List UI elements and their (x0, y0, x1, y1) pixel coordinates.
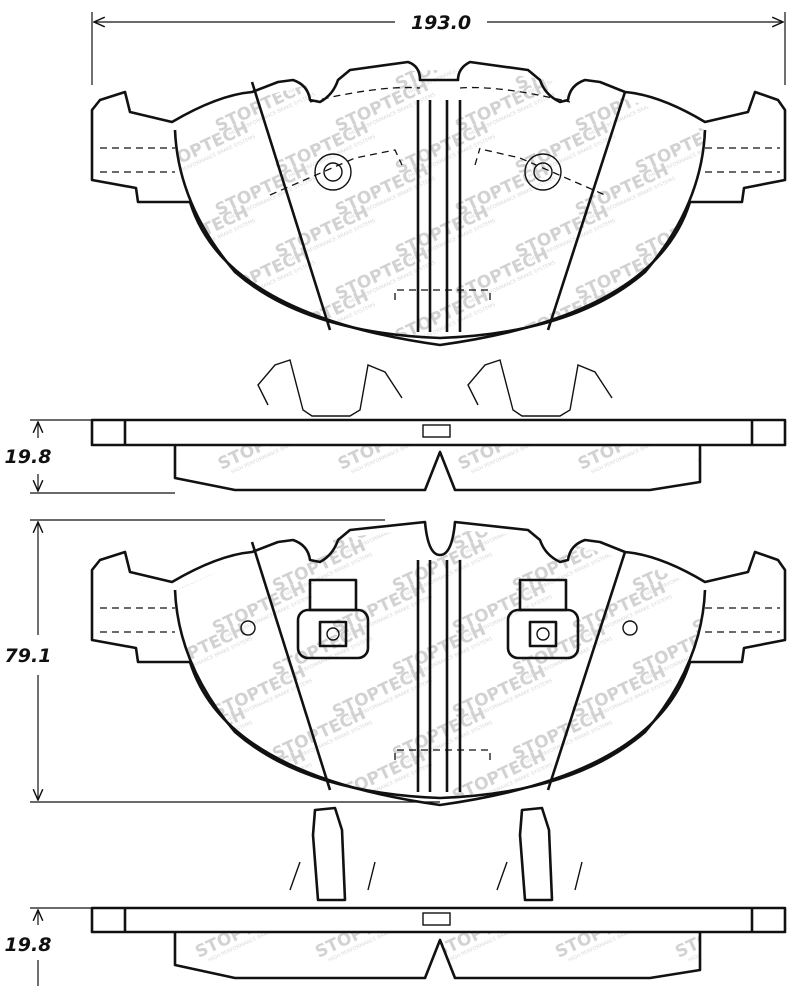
thickness-top-value: 19.8 (5, 446, 52, 468)
svg-text:STOPTECH: STOPTECH (569, 746, 669, 807)
svg-text:STOPTECH: STOPTECH (695, 414, 795, 475)
svg-text:HIGH PERFORMANCE BRAKE SYSTEMS: HIGH PERFORMANCE BRAKE SYSTEMS (585, 762, 674, 808)
svg-text:STOPTECH: STOPTECH (689, 746, 789, 807)
svg-text:STOPTECH: STOPTECH (149, 704, 249, 765)
pad-front-view-bottom (90, 520, 787, 807)
width-value: 193.0 (411, 12, 471, 34)
svg-text:STOPTECH: STOPTECH (152, 34, 252, 95)
svg-text:STOPTECH: STOPTECH (692, 76, 792, 137)
svg-text:STOPTECH: STOPTECH (569, 494, 669, 555)
pad-front-view-top (90, 60, 787, 347)
svg-text:HIGH PERFORMANCE BRAKE SYSTEMS: HIGH PERFORMANCE BRAKE SYSTEMS (225, 510, 314, 556)
svg-text:STOPTECH: STOPTECH (632, 286, 732, 347)
height-dimension: 79.1 (5, 519, 440, 803)
svg-text:HIGH PERFORMANCE BRAKE SYSTEMS: HIGH PERFORMANCE BRAKE SYSTEMS (585, 510, 674, 556)
svg-text:STOPTECH: STOPTECH (692, 160, 792, 221)
svg-text:HIGH PERFORMANCE BRAKE SYSTEMS: HIGH PERFORMANCE BRAKE SYSTEMS (705, 762, 794, 808)
svg-text:HIGH PERFORMANCE BRAKE SYSTEMS: HIGH PERFORMANCE BRAKE SYSTEMS (648, 50, 737, 96)
svg-text:STOPTECH: STOPTECH (209, 746, 309, 807)
svg-text:HIGH PERFORMANCE BRAKE SYSTEMS: HIGH PERFORMANCE BRAKE SYSTEMS (705, 678, 794, 724)
svg-text:HIGH PERFORMANCE BRAKE SYSTEMS: HIGH PERFORMANCE BRAKE SYSTEMS (168, 50, 257, 96)
svg-text:HIGH PERFORMANCE BRAKE SYSTEMS: HIGH PERFORMANCE BRAKE SYSTEMS (168, 302, 257, 348)
width-dimension: 193.0 (91, 12, 786, 85)
svg-text:STOPTECH: STOPTECH (272, 34, 372, 95)
svg-text:HIGH PERFORMANCE BRAKE SYSTEMS: HIGH PERFORMANCE BRAKE SYSTEMS (648, 302, 737, 348)
thickness-bottom-value: 19.8 (5, 934, 52, 956)
svg-text:HIGH PERFORMANCE BRAKE SYSTEMS: HIGH PERFORMANCE BRAKE SYSTEMS (708, 260, 797, 306)
svg-text:HIGH PERFORMANCE BRAKE SYSTEMS: HIGH PERFORMANCE BRAKE SYSTEMS (165, 720, 254, 766)
thickness-dimension-bottom: 19.8 (5, 907, 95, 986)
svg-text:HIGH PERFORMANCE BRAKE SYSTEMS: HIGH PERFORMANCE BRAKE SYSTEMS (645, 720, 734, 766)
svg-text:HIGH PERFORMANCE BRAKE SYSTEMS: HIGH PERFORMANCE BRAKE SYSTEMS (705, 594, 794, 640)
pad-side-view-top (90, 359, 787, 492)
height-value: 79.1 (5, 645, 52, 667)
svg-text:STOPTECH: STOPTECH (152, 286, 252, 347)
svg-text:HIGH PERFORMANCE BRAKE SYSTEMS: HIGH PERFORMANCE BRAKE SYSTEMS (708, 176, 797, 222)
thickness-dimension-top: 19.8 (5, 419, 175, 494)
svg-text:STOPTECH: STOPTECH (692, 244, 792, 305)
svg-text:STOPTECH: STOPTECH (632, 34, 732, 95)
svg-text:HIGH PERFORMANCE BRAKE SYSTEMS: HIGH PERFORMANCE BRAKE SYSTEMS (165, 552, 254, 598)
sensor-clip-left (296, 578, 370, 660)
pad-side-view-bottom (90, 806, 787, 980)
svg-text:STOPTECH: STOPTECH (209, 494, 309, 555)
svg-text:STOPTECH: STOPTECH (689, 494, 789, 555)
sensor-clip-right (506, 578, 580, 660)
svg-text:HIGH PERFORMANCE BRAKE SYSTEMS: HIGH PERFORMANCE BRAKE SYSTEMS (705, 510, 794, 556)
svg-text:STOPTECH: STOPTECH (689, 662, 789, 723)
